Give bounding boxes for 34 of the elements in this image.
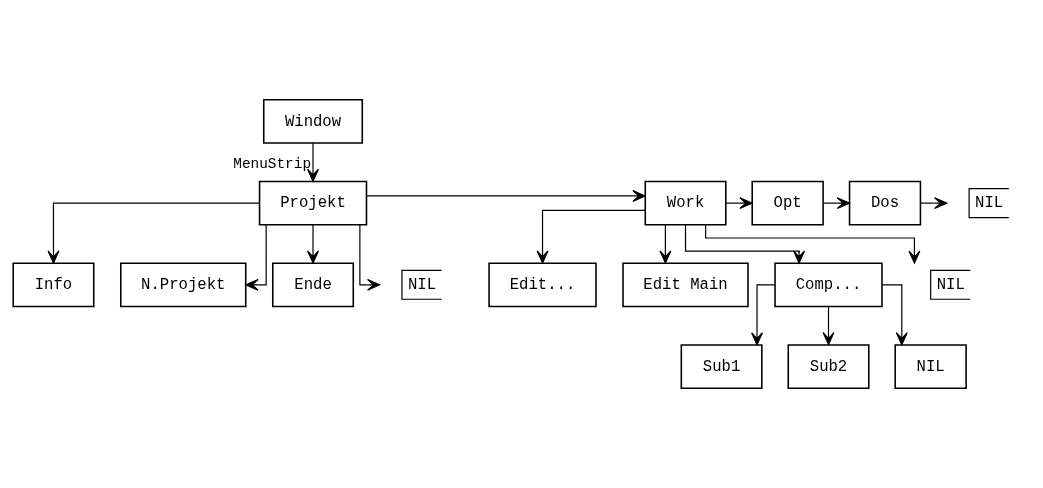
arrow xyxy=(245,224,267,291)
arrow xyxy=(307,224,320,264)
node-box: Sub2 xyxy=(787,344,870,389)
node-box: Edit Main xyxy=(622,262,749,308)
arrow xyxy=(919,197,948,210)
arrow xyxy=(881,284,908,346)
node-box: NIL xyxy=(894,344,967,389)
edge-label: MenuStrip xyxy=(233,155,312,172)
arrow xyxy=(684,224,806,264)
arrow xyxy=(536,209,646,264)
arrow xyxy=(751,284,776,346)
arrow xyxy=(659,224,672,264)
node-box: Sub1 xyxy=(680,344,763,389)
arrow xyxy=(359,224,381,291)
arrow xyxy=(822,197,850,210)
node-text: NIL xyxy=(975,194,1004,213)
arrow xyxy=(822,306,835,346)
arrow xyxy=(366,189,646,202)
node-box: Window xyxy=(262,99,364,144)
node-box: Comp... xyxy=(774,262,883,308)
node-box: Info xyxy=(12,262,95,308)
node-text: NIL xyxy=(936,275,965,294)
arrow xyxy=(705,224,921,264)
node-text: NIL xyxy=(407,275,437,294)
node-box: Projekt xyxy=(258,180,368,226)
node-box: Opt xyxy=(751,180,824,226)
arrow xyxy=(47,202,260,264)
arrow xyxy=(307,142,320,182)
node-box: Dos xyxy=(848,180,922,226)
node-box: N.Projekt xyxy=(120,262,247,308)
node-box: Edit... xyxy=(488,262,597,308)
arrow xyxy=(725,197,753,210)
node-box: Work xyxy=(644,180,727,226)
node-box: Ende xyxy=(272,262,355,308)
